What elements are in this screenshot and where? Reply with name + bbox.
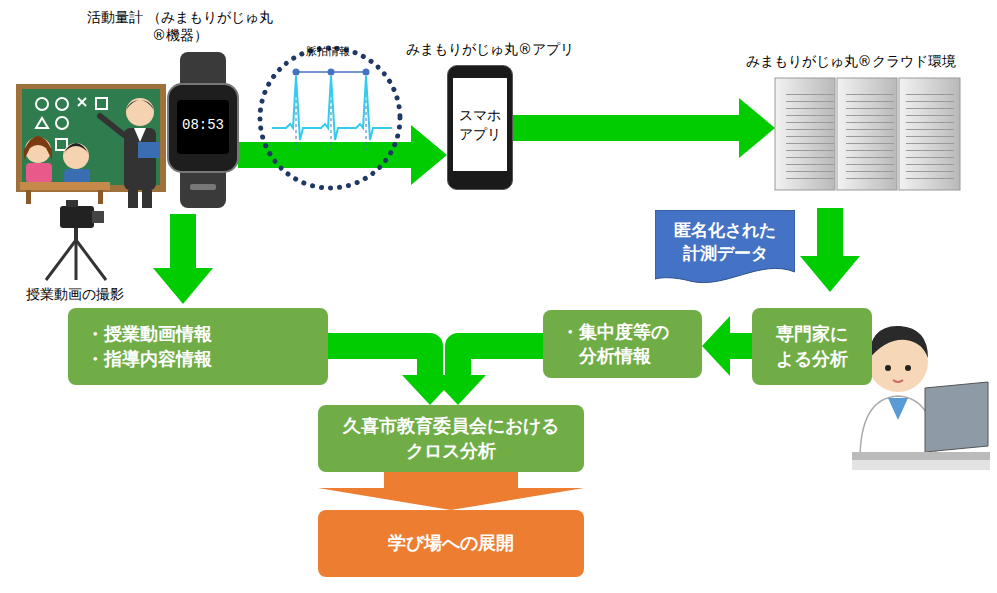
- expert-picture-part: [852, 452, 990, 460]
- classroom-picture-part: [98, 190, 103, 204]
- server-picture-part: [775, 90, 835, 184]
- classroom-picture-part: [126, 98, 154, 126]
- expert-picture-part: [888, 398, 908, 420]
- classroom-picture-part: [56, 139, 67, 150]
- server-picture: [775, 78, 960, 190]
- classroom-picture-part: [134, 128, 146, 142]
- flow-arrow: [328, 346, 430, 375]
- flow-arrow: [170, 214, 196, 268]
- classroom-picture-part: [25, 137, 51, 163]
- classroom-picture-part: [124, 128, 156, 190]
- server-picture-part: [837, 90, 897, 184]
- classroom-picture-part: [56, 98, 68, 110]
- classroom-picture-part: [36, 118, 48, 128]
- expert-picture-part: [925, 382, 988, 452]
- flow-arrow: [513, 115, 739, 141]
- classroom-picture-part: [75, 240, 78, 280]
- node-text: スマホ アプリ: [453, 78, 507, 171]
- server-picture-part: [899, 90, 960, 184]
- node-text: 匿名化された 計測データ: [663, 219, 787, 265]
- classroom-picture-part: [24, 136, 52, 160]
- classroom-picture-part: [56, 117, 68, 129]
- node-text: 専門家に よる分析: [762, 322, 862, 371]
- cloud-node: みまもりがじゅ丸®クラウド環境: [775, 78, 960, 190]
- classroom-picture-part: [36, 98, 48, 110]
- server-picture-part: [775, 78, 835, 190]
- classroom-picture-part: [26, 163, 52, 183]
- flow-arrow: [817, 208, 843, 256]
- data-document: 匿名化された 計測データ: [655, 210, 795, 284]
- flow-arrow: [730, 333, 752, 359]
- classroom-picture-part: [126, 100, 154, 110]
- server-picture-part: [899, 78, 960, 190]
- classroom-picture-part: [63, 143, 89, 154]
- classroom-picture-part: [46, 240, 76, 280]
- classroom-picture-part: [16, 84, 166, 192]
- watch-time: 08:53: [177, 117, 229, 133]
- classroom-picture-part: [92, 211, 104, 223]
- expert-picture-part: [905, 365, 911, 371]
- classroom-picture-part: [128, 190, 138, 208]
- classroom-picture-part: [96, 98, 107, 109]
- watch-picture: [168, 52, 238, 208]
- classroom-picture-part: [138, 142, 160, 158]
- process-box: ・授業動画情報・指導内容情報: [68, 308, 328, 385]
- process-box: ・集中度等の 分析情報: [543, 310, 702, 378]
- watch-picture-part: [177, 100, 229, 154]
- node-text: ・指導内容情報: [86, 347, 318, 371]
- expert-picture-part: [885, 365, 891, 371]
- phone-node: みまもりがじゅ丸®アプリスマホ アプリ: [447, 65, 513, 190]
- watch-picture-part: [168, 84, 238, 172]
- label: 授業動画の撮影: [26, 286, 124, 304]
- classroom-picture-part: [66, 200, 78, 207]
- process-box: 久喜市教育委員会における クロス分析: [318, 405, 584, 472]
- node-text: 久喜市教育委員会における クロス分析: [328, 414, 574, 463]
- classroom-picture-part: [74, 228, 78, 240]
- node-heading: みまもりがじゅ丸®アプリ: [406, 40, 574, 58]
- expert-picture-part: [852, 460, 990, 470]
- node-text: ・集中度等の 分析情報: [561, 320, 692, 369]
- classroom-picture-part: [78, 98, 86, 106]
- node-heading: みまもりがじゅ丸®クラウド環境: [746, 52, 956, 70]
- expert-picture: [852, 326, 990, 470]
- classroom-picture-part: [76, 240, 106, 280]
- classroom-picture-part: [100, 116, 124, 135]
- classroom-picture: [16, 84, 166, 280]
- watch-picture-part: [190, 184, 216, 190]
- process-box: 専門家に よる分析: [752, 308, 872, 385]
- flow-arrow: [458, 346, 543, 375]
- result-box: 学び場への展開: [318, 510, 584, 577]
- pulse-picture-part: [272, 76, 392, 140]
- pulse-picture-part: [260, 48, 400, 188]
- classroom-picture-part: [142, 190, 152, 208]
- classroom-picture-part: [63, 143, 89, 169]
- document-shape: [655, 210, 795, 283]
- server-picture-part: [837, 78, 897, 190]
- pulse-picture-part: [363, 69, 370, 76]
- flow-arrow: [384, 472, 518, 488]
- pulse-picture: [260, 48, 400, 188]
- pulse-picture-part: [293, 69, 300, 76]
- expert-picture-part: [868, 326, 928, 360]
- classroom-picture-part: [60, 206, 94, 228]
- node-text: 学び場への展開: [328, 531, 574, 555]
- node-text: ・授業動画情報: [86, 322, 318, 346]
- expert-picture-part: [893, 380, 903, 382]
- classroom-picture-part: [26, 190, 31, 204]
- pulse-picture-part: [328, 69, 335, 76]
- classroom-picture-part: [20, 182, 110, 190]
- node-heading: 活動量計 （みまもりがじゅ丸®機器）: [80, 8, 280, 44]
- label: 脈拍情報: [306, 44, 350, 59]
